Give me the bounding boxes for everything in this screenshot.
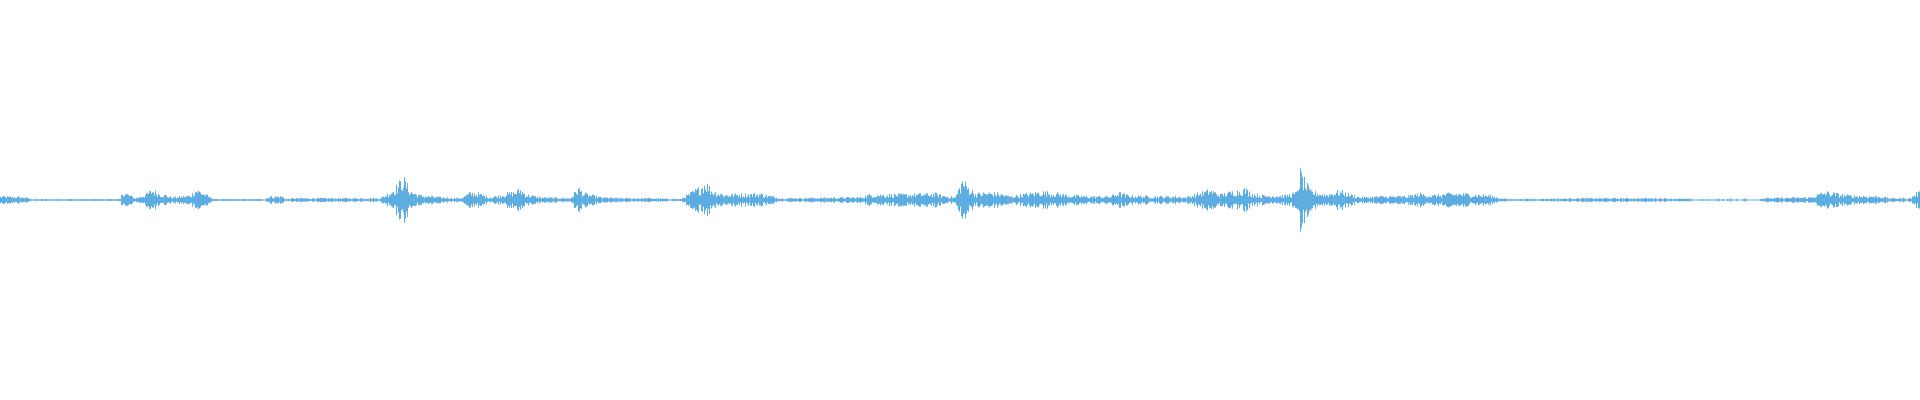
- waveform-bars: [0, 168, 1920, 232]
